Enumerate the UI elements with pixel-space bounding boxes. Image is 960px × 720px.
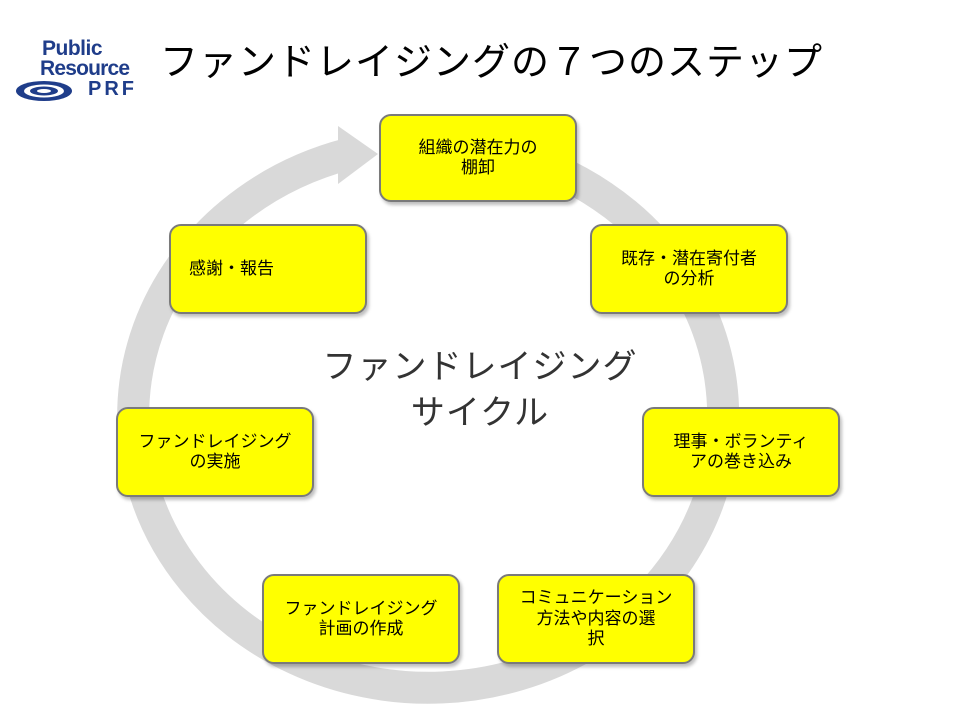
step-box-thanks-report[interactable]: 感謝・報告 bbox=[169, 224, 367, 314]
cycle-arrowhead-icon bbox=[338, 126, 378, 184]
step-box-board-volunteer[interactable]: 理事・ボランティ アの巻き込み bbox=[642, 407, 840, 497]
step-label: ファンドレイジング の実施 bbox=[138, 431, 292, 472]
step-label: ファンドレイジング 計画の作成 bbox=[284, 598, 438, 639]
logo-text-resource: Resource bbox=[40, 57, 130, 80]
step-box-donor-analysis[interactable]: 既存・潜在寄付者 の分析 bbox=[590, 224, 788, 314]
logo-swirl-icon bbox=[16, 81, 72, 101]
center-label-line1: ファンドレイジング bbox=[322, 347, 638, 387]
public-resource-logo: Public Resource PRF bbox=[14, 38, 142, 104]
cycle-center-label: ファンドレイジング サイクル bbox=[280, 345, 680, 437]
step-box-inventory[interactable]: 組織の潜在力の 棚卸 bbox=[379, 114, 577, 202]
step-label: 組織の潜在力の 棚卸 bbox=[418, 137, 538, 178]
slide-title: ファンドレイジングの７つのステップ bbox=[160, 40, 824, 84]
step-box-planning[interactable]: ファンドレイジング 計画の作成 bbox=[262, 574, 460, 664]
logo-text-prf: PRF bbox=[88, 78, 137, 100]
step-box-implementation[interactable]: ファンドレイジング の実施 bbox=[116, 407, 314, 497]
step-box-communication[interactable]: コミュニケーション 方法や内容の選 択 bbox=[497, 574, 695, 664]
step-label: コミュニケーション 方法や内容の選 択 bbox=[519, 588, 673, 650]
center-label-line2: サイクル bbox=[410, 392, 550, 433]
step-label: 理事・ボランティ アの巻き込み bbox=[673, 431, 809, 472]
step-label: 既存・潜在寄付者 の分析 bbox=[621, 248, 757, 289]
logo-text-public: Public bbox=[42, 37, 103, 60]
step-label: 感謝・報告 bbox=[189, 258, 274, 279]
